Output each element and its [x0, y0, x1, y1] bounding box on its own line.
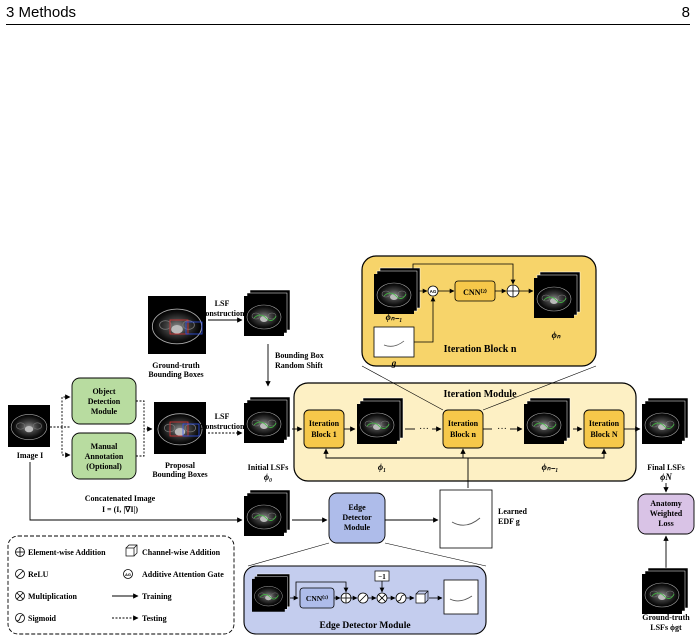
svg-text:Proposal: Proposal — [165, 461, 196, 470]
svg-text:Edge: Edge — [348, 503, 366, 512]
svg-text:Anatomy: Anatomy — [650, 499, 682, 508]
svg-text:Object: Object — [92, 387, 115, 396]
phi-n-label: ϕₙ — [552, 330, 561, 340]
ct-stack-phi-1 — [357, 398, 403, 444]
svg-text:Additive Attention Gate: Additive Attention Gate — [142, 570, 224, 579]
ct-stack-phi-n — [534, 272, 580, 318]
svg-text:Initial LSFs: Initial LSFs — [248, 463, 289, 472]
iteration-block-N — [583, 409, 625, 449]
page-header: 3 Methods 8 — [6, 4, 690, 25]
phi-n-1-label: ϕₙ₋₁ — [386, 312, 403, 322]
svg-text:Block n: Block n — [450, 430, 477, 439]
svg-text:Sigmoid: Sigmoid — [28, 614, 57, 623]
svg-text:Ground-truth: Ground-truth — [152, 361, 200, 370]
svg-text:···: ··· — [419, 423, 429, 434]
svg-text:Final LSFs: Final LSFs — [647, 463, 685, 472]
svg-text:ϕ₁: ϕ₁ — [378, 462, 386, 472]
legend: Element-wise Addition Channel-wise Addit… — [7, 535, 235, 635]
svg-text:Annotation: Annotation — [85, 452, 124, 461]
svg-text:Weighted: Weighted — [650, 509, 683, 518]
svg-text:AG: AG — [430, 289, 437, 294]
svg-text:Iteration: Iteration — [448, 419, 479, 428]
svg-text:Bounding Boxes: Bounding Boxes — [152, 470, 207, 479]
right-branch: Final LSFs ϕN Anatomy Weighted Loss Grou… — [624, 398, 695, 632]
svg-text:CNN⁽¹⁾: CNN⁽¹⁾ — [306, 594, 328, 603]
gt-bounding-box-image — [147, 295, 207, 355]
svg-text:Learned: Learned — [498, 507, 527, 516]
svg-text:···: ··· — [497, 423, 507, 434]
svg-text:Block N: Block N — [590, 430, 618, 439]
iteration-block-n-title: Iteration Block n — [444, 344, 517, 355]
svg-text:Loss: Loss — [658, 519, 674, 528]
svg-text:CNN⁽²⁾: CNN⁽²⁾ — [463, 288, 487, 297]
svg-text:Random Shift: Random Shift — [275, 361, 323, 370]
ct-stack-final-lsf — [642, 398, 688, 444]
iteration-block-n — [442, 409, 484, 449]
svg-text:I = (I, |∇I|): I = (I, |∇I|) — [102, 505, 138, 514]
svg-text:Block 1: Block 1 — [311, 430, 337, 439]
svg-text:Detection: Detection — [88, 397, 121, 406]
ct-stack-initial-lsf — [244, 397, 290, 443]
edge-detector-module — [328, 492, 386, 544]
ct-stack-gt-lsf — [244, 290, 290, 336]
page-number: 8 — [681, 4, 690, 21]
svg-text:ϕ₀: ϕ₀ — [264, 472, 272, 482]
ct-stack-concat — [244, 490, 290, 536]
svg-text:Bounding Boxes: Bounding Boxes — [148, 370, 203, 379]
learned-edf-image — [439, 489, 493, 549]
left-branch: Image I Object Detection Module Manual A… — [7, 377, 303, 482]
svg-text:Element-wise Addition: Element-wise Addition — [28, 548, 106, 557]
ct-stack-edge-input — [252, 574, 290, 612]
svg-text:LSF: LSF — [215, 299, 230, 308]
svg-text:ϕₙ₋₁: ϕₙ₋₁ — [542, 462, 559, 472]
iteration-block-1 — [303, 409, 345, 449]
svg-text:(Optional): (Optional) — [86, 462, 122, 471]
svg-text:Construction: Construction — [200, 309, 245, 318]
svg-text:Detector: Detector — [342, 513, 372, 522]
svg-text:Multiplication: Multiplication — [28, 592, 77, 601]
svg-text:AG: AG — [125, 572, 131, 577]
ct-stack-phi-n-minus-1 — [524, 398, 570, 444]
svg-text:Module: Module — [344, 523, 371, 532]
iteration-module: Iteration Module Iteration Block 1 ϕ₁ ··… — [293, 365, 637, 488]
svg-text:Testing: Testing — [142, 614, 167, 623]
svg-text:Module: Module — [91, 407, 118, 416]
anatomy-weighted-loss — [637, 493, 695, 535]
svg-text:Construction: Construction — [200, 422, 245, 431]
svg-text:LSFs ϕgt: LSFs ϕgt — [650, 623, 682, 632]
ag-icon — [123, 569, 133, 579]
image-label: Image I — [17, 451, 43, 460]
edf-g-thumbnail — [373, 326, 415, 358]
svg-text:Channel-wise Addition: Channel-wise Addition — [142, 548, 221, 557]
section-title: 3 Methods — [6, 4, 77, 21]
iteration-block-detail-panel: ϕₙ₋₁ g AG CNN⁽²⁾ ϕₙ Iteration Block n — [361, 255, 597, 368]
ground-truth-branch: Ground-truth Bounding Boxes LSF Construc… — [147, 290, 324, 387]
svg-text:LSF: LSF — [215, 412, 230, 421]
edge-detector-path: Concatenated Image I = (I, |∇I|) Edge De… — [29, 462, 527, 567]
svg-text:Iteration: Iteration — [309, 419, 340, 428]
edge-channel-add-icon — [415, 590, 429, 604]
svg-text:Manual: Manual — [91, 442, 118, 451]
svg-text:Iteration: Iteration — [589, 419, 620, 428]
channel-add-icon — [125, 544, 138, 557]
g-label: g — [391, 358, 397, 368]
svg-text:ϕN: ϕN — [660, 472, 672, 482]
ct-stack-phi-n-1 — [374, 268, 420, 314]
svg-text:EDF g: EDF g — [498, 517, 520, 526]
ct-stack-gt-lsf-final — [642, 568, 688, 614]
edge-output-image — [443, 579, 479, 615]
edge-detector-detail-panel: CNN⁽¹⁾ −1 Edge Detector Module — [243, 565, 487, 635]
svg-text:Concatenated Image: Concatenated Image — [85, 494, 156, 503]
svg-text:Training: Training — [142, 592, 172, 601]
iteration-module-title: Iteration Module — [443, 389, 517, 400]
svg-text:Ground-truth: Ground-truth — [642, 613, 690, 622]
edge-detector-title: Edge Detector Module — [319, 621, 410, 631]
input-image — [7, 404, 51, 448]
svg-text:−1: −1 — [378, 573, 386, 581]
svg-text:ReLU: ReLU — [28, 570, 49, 579]
proposal-bounding-box-image — [153, 401, 207, 455]
svg-text:Bounding Box: Bounding Box — [275, 351, 324, 360]
